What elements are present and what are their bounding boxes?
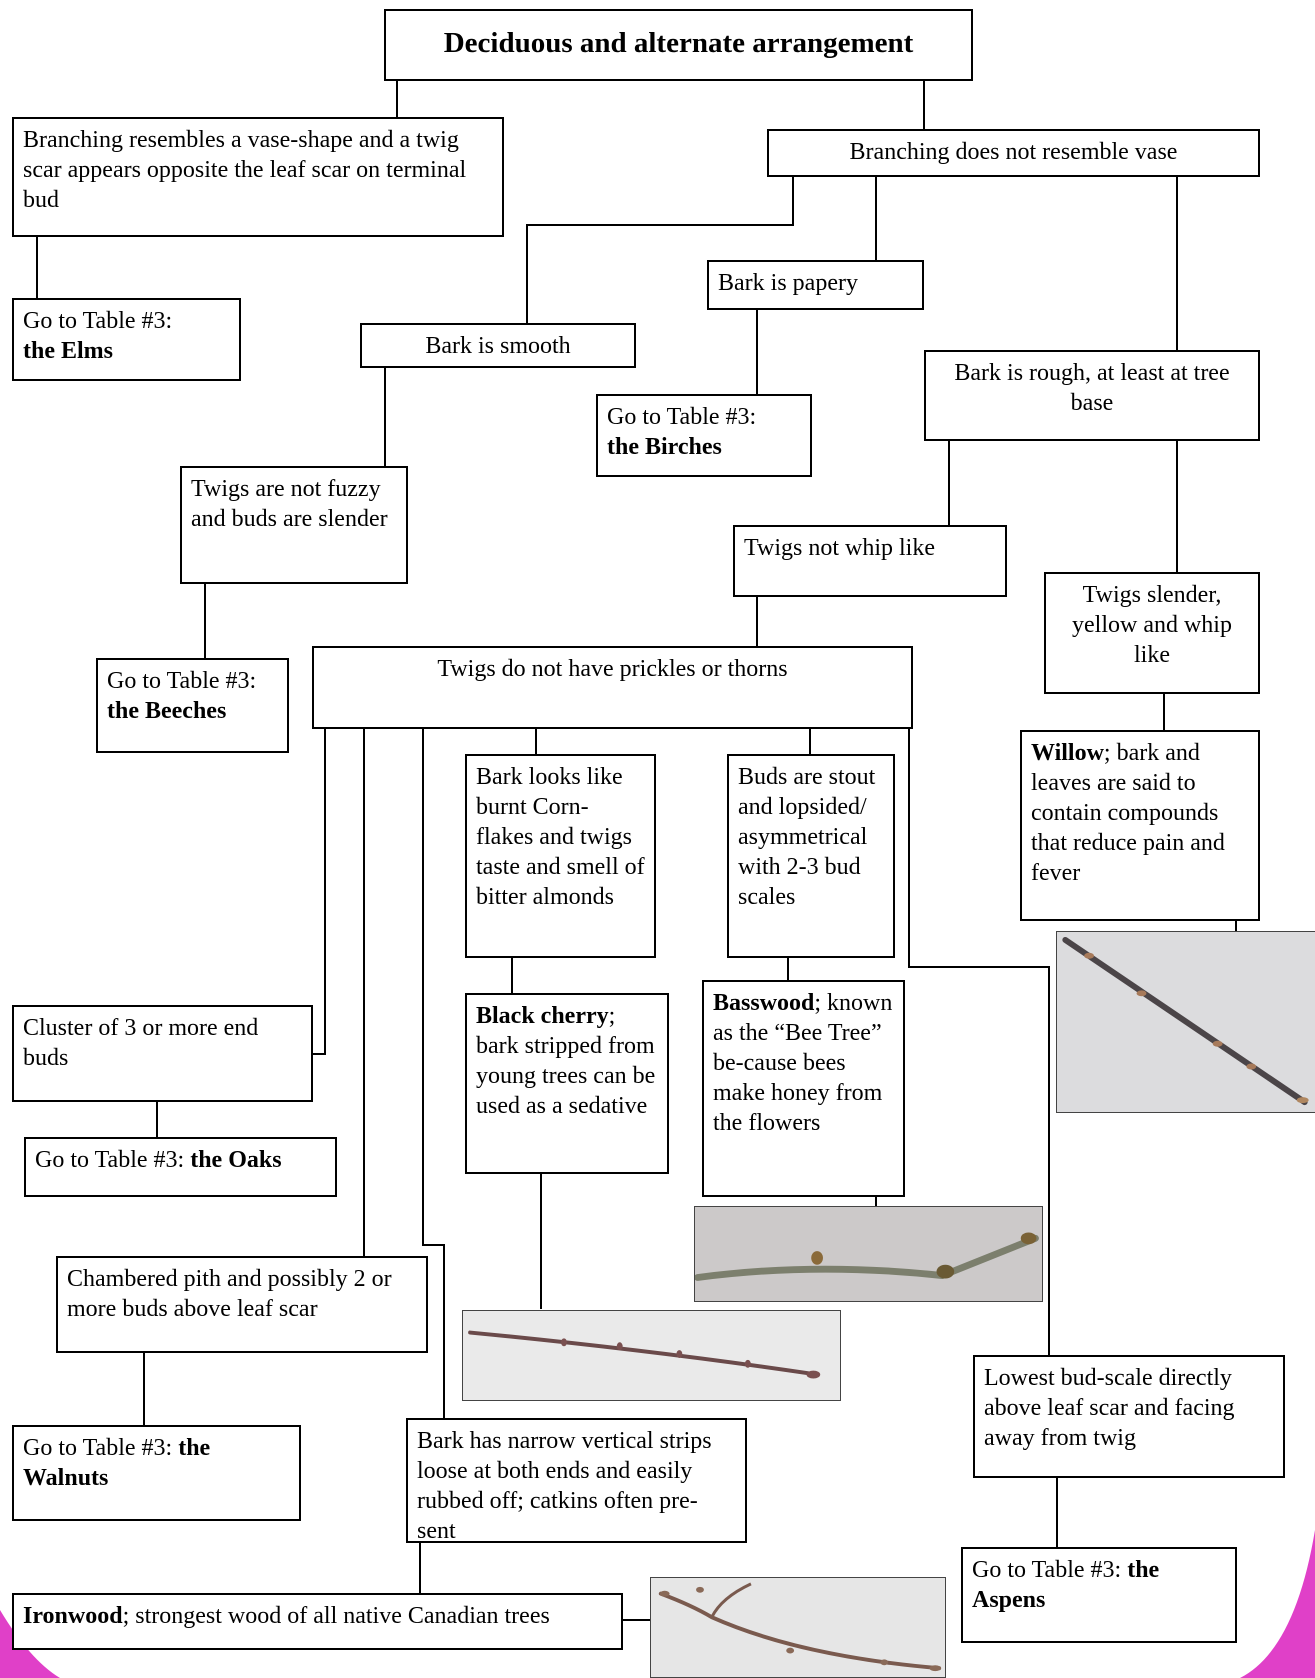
basswood-description: ; known as the “Bee Tree” be-cause bees … xyxy=(713,990,893,1136)
walnuts-name: the Walnuts xyxy=(23,1435,211,1491)
willow-description: ; bark and leaves are said to contain co… xyxy=(1031,740,1225,886)
cornflakes-bark-node: Bark looks like burnt Corn-flakes and tw… xyxy=(465,754,656,958)
birches-prefix: Go to Table #3: xyxy=(607,404,757,430)
not-vase-node: Branching does not resemble vase xyxy=(767,129,1260,177)
black-cherry-description: ; bark stripped from young trees can be … xyxy=(476,1003,656,1119)
willow-name: Willow xyxy=(1031,740,1104,766)
basswood-twig-photo xyxy=(694,1206,1043,1302)
aspens-node: Go to Table #3: the Aspens xyxy=(961,1547,1237,1643)
willow-twig-photo xyxy=(1056,931,1315,1113)
walnuts-node: Go to Table #3: the Walnuts xyxy=(12,1425,301,1521)
bark-papery-node: Bark is papery xyxy=(707,260,924,310)
elms-node: Go to Table #3: the Elms xyxy=(12,298,241,381)
willow-node: Willow; bark and leaves are said to cont… xyxy=(1020,730,1260,921)
vase-shape-node: Branching resembles a vase-shape and a t… xyxy=(12,117,504,237)
aspens-prefix: Go to Table #3: xyxy=(972,1557,1122,1583)
aspens-name: the Aspens xyxy=(972,1557,1160,1613)
oaks-name: the Oaks xyxy=(190,1147,282,1173)
basswood-name: Basswood xyxy=(713,990,815,1016)
elms-prefix: Go to Table #3: xyxy=(23,308,173,334)
beeches-name: the Beeches xyxy=(107,698,227,724)
chambered-pith-node: Chambered pith and possibly 2 or more bu… xyxy=(56,1256,428,1353)
bark-smooth-node: Bark is smooth xyxy=(360,323,636,368)
no-prickles-node: Twigs do not have prickles or thorns xyxy=(312,646,913,729)
beeches-prefix: Go to Table #3: xyxy=(107,668,257,694)
ironwood-node: Ironwood; strongest wood of all native C… xyxy=(12,1593,623,1650)
ironwood-description: ; strongest wood of all native Canadian … xyxy=(122,1603,550,1629)
cluster-end-buds-node: Cluster of 3 or more end buds xyxy=(12,1005,313,1102)
ironwood-name: Ironwood xyxy=(23,1603,123,1629)
walnuts-prefix: Go to Table #3: xyxy=(23,1435,173,1461)
stout-buds-node: Buds are stout and lopsided/ asymmetrica… xyxy=(727,754,895,958)
beeches-node: Go to Table #3: the Beeches xyxy=(96,658,289,753)
ironwood-twig-photo xyxy=(650,1577,946,1678)
oaks-prefix: Go to Table #3: xyxy=(35,1147,185,1173)
black-cherry-name: Black cherry xyxy=(476,1003,609,1029)
birches-node: Go to Table #3: the Birches xyxy=(596,394,812,477)
twigs-not-fuzzy-node: Twigs are not fuzzy and buds are slender xyxy=(180,466,408,584)
vertical-strips-node: Bark has narrow vertical strips loose at… xyxy=(406,1418,747,1544)
basswood-node: Basswood; known as the “Bee Tree” be-cau… xyxy=(702,980,905,1197)
black-cherry-node: Black cherry; bark stripped from young t… xyxy=(465,993,669,1174)
bud-scale-node: Lowest bud-scale directly above leaf sca… xyxy=(973,1355,1285,1478)
elms-name: the Elms xyxy=(23,338,113,364)
oaks-node: Go to Table #3: the Oaks xyxy=(24,1137,337,1197)
birches-name: the Birches xyxy=(607,434,722,460)
bark-rough-node: Bark is rough, at least at tree base xyxy=(924,350,1260,441)
twigs-not-whip-node: Twigs not whip like xyxy=(733,525,1007,597)
diagram-title: Deciduous and alternate arrangement xyxy=(384,9,973,81)
twigs-slender-node: Twigs slender, yellow and whip like xyxy=(1044,572,1260,694)
black-cherry-twig-photo xyxy=(462,1310,841,1401)
